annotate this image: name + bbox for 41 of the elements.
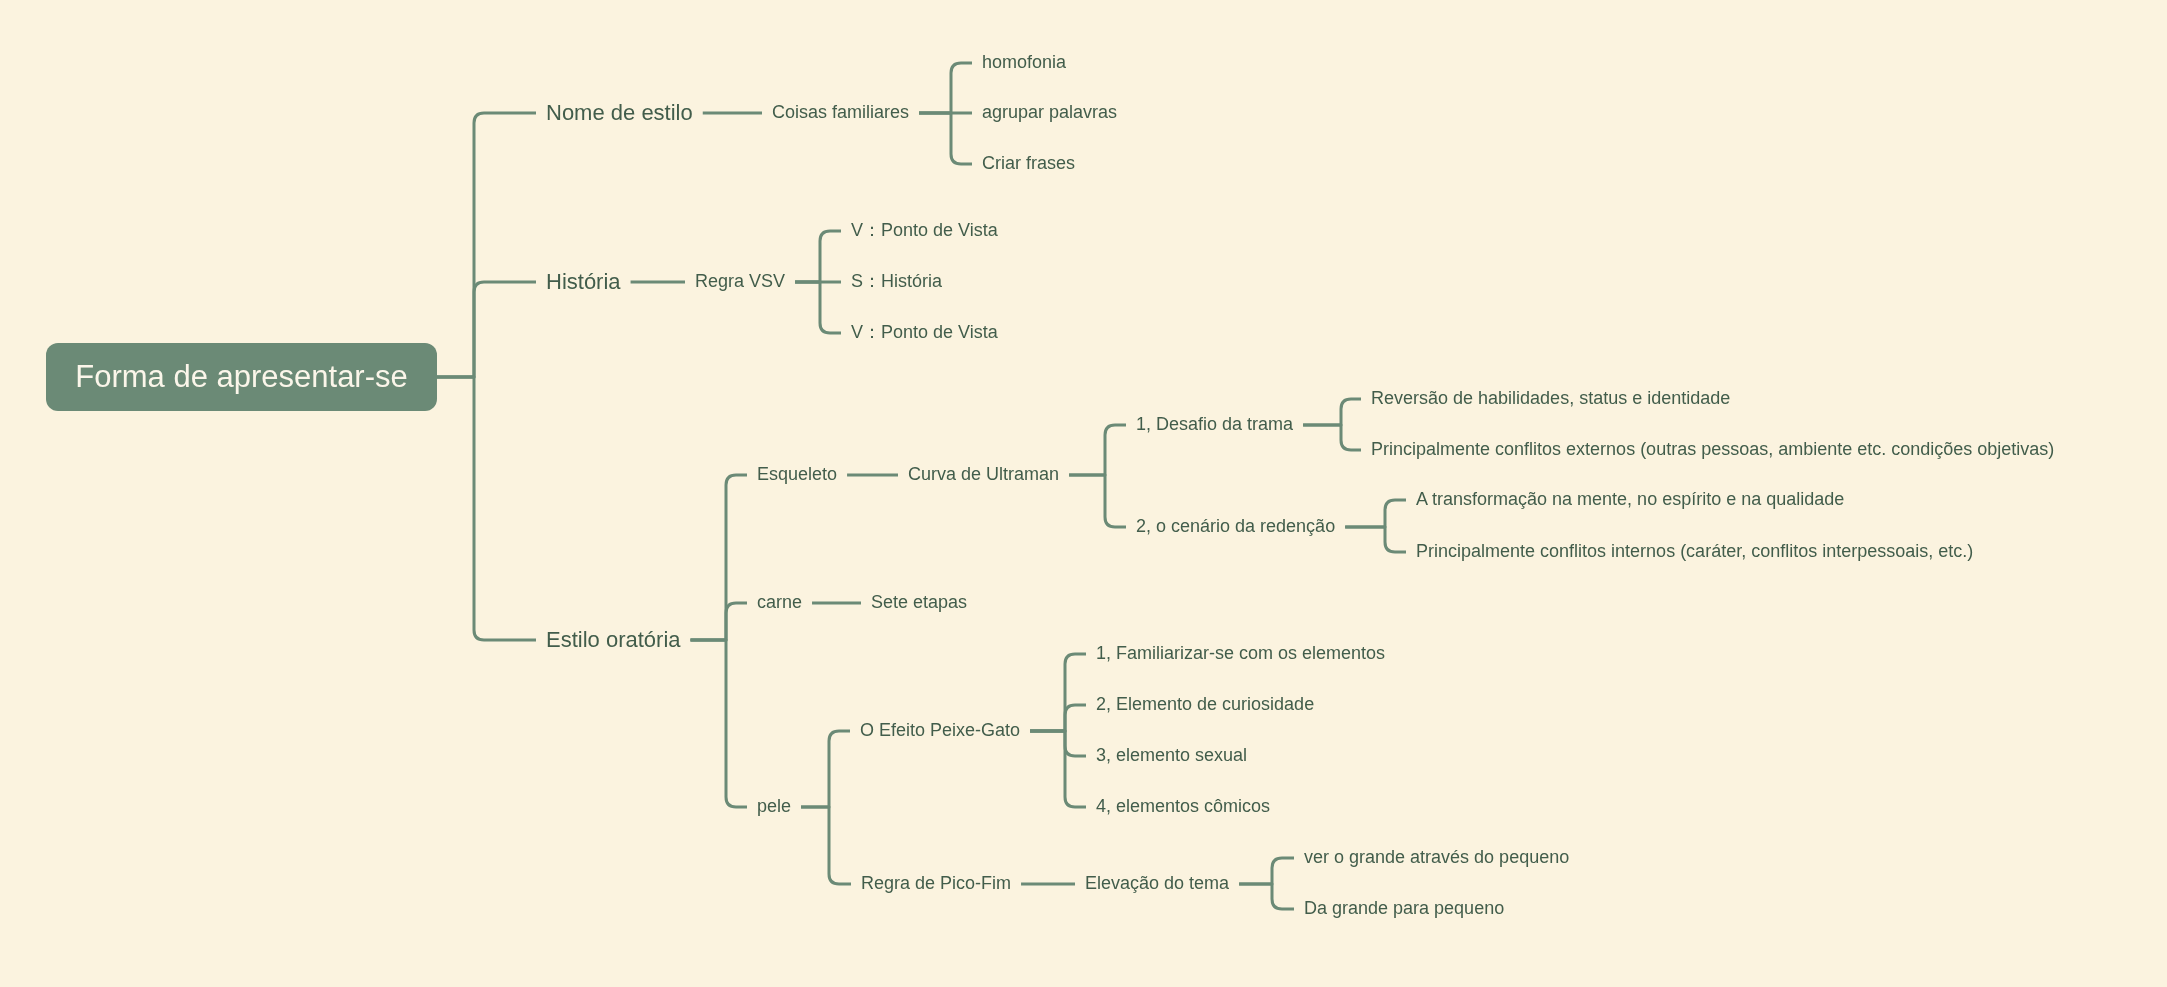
topic-label: O Efeito Peixe-Gato <box>850 716 1031 746</box>
connector-line <box>1021 882 1075 886</box>
topic-label: S：História <box>841 267 953 297</box>
topic-label: A transformação na mente, no espírito e na qualidade <box>1406 485 1855 515</box>
topic-label: Da grande para pequeno <box>1294 894 1515 924</box>
topic-label: ver o grande através do pequeno <box>1294 843 1580 873</box>
connector-line <box>1239 882 1294 911</box>
connector-line <box>630 280 685 284</box>
topic-label: Curva de Ultraman <box>898 460 1070 490</box>
topic-label: Regra de Pico-Fim <box>851 869 1022 899</box>
connector-line <box>1303 423 1361 452</box>
topic-label: Coisas familiares <box>762 98 920 128</box>
topic-label: Esqueleto <box>747 460 848 490</box>
topic-label: 4, elementos cômicos <box>1086 792 1281 822</box>
topic-label: homofonia <box>972 48 1077 78</box>
topic-label: Reversão de habilidades, status e identidade <box>1361 384 1741 414</box>
topic-label: Elevação do tema <box>1075 869 1240 899</box>
topic-label: carne <box>747 588 813 618</box>
topic-label: V：Ponto de Vista <box>841 318 1008 348</box>
topic-label: 1, Desafio da trama <box>1126 410 1304 440</box>
topic-label: Regra VSV <box>685 267 796 297</box>
connector-line <box>437 375 536 642</box>
topic-label: Criar frases <box>972 149 1085 179</box>
topic-label: pele <box>747 792 802 822</box>
topic-label: V：Ponto de Vista <box>841 216 1008 246</box>
topic-label: agrupar palavras <box>972 98 1128 128</box>
topic-label: Nome de estilo <box>536 95 703 131</box>
topic-label: História <box>536 264 631 300</box>
topic-label: Sete etapas <box>861 588 978 618</box>
topic-label: Principalmente conflitos internos (caráter, conflitos interpessoais, etc.) <box>1406 537 1984 567</box>
connector-line <box>847 473 898 477</box>
topic-label: Principalmente conflitos externos (outras pessoas, ambiente etc. condições objetivas) <box>1361 435 2065 465</box>
topic-box: Forma de apresentar-se <box>46 343 437 411</box>
topic-label: Estilo oratória <box>536 622 691 658</box>
topic-label: 1, Familiarizar-se com os elementos <box>1086 639 1396 669</box>
connector-line <box>702 111 762 115</box>
topic-label: 3, elemento sexual <box>1086 741 1258 771</box>
connector-line <box>812 601 861 605</box>
topic-label: 2, Elemento de curiosidade <box>1086 690 1325 720</box>
connector-line <box>1345 525 1406 554</box>
topic-label: 2, o cenário da redenção <box>1126 512 1346 542</box>
